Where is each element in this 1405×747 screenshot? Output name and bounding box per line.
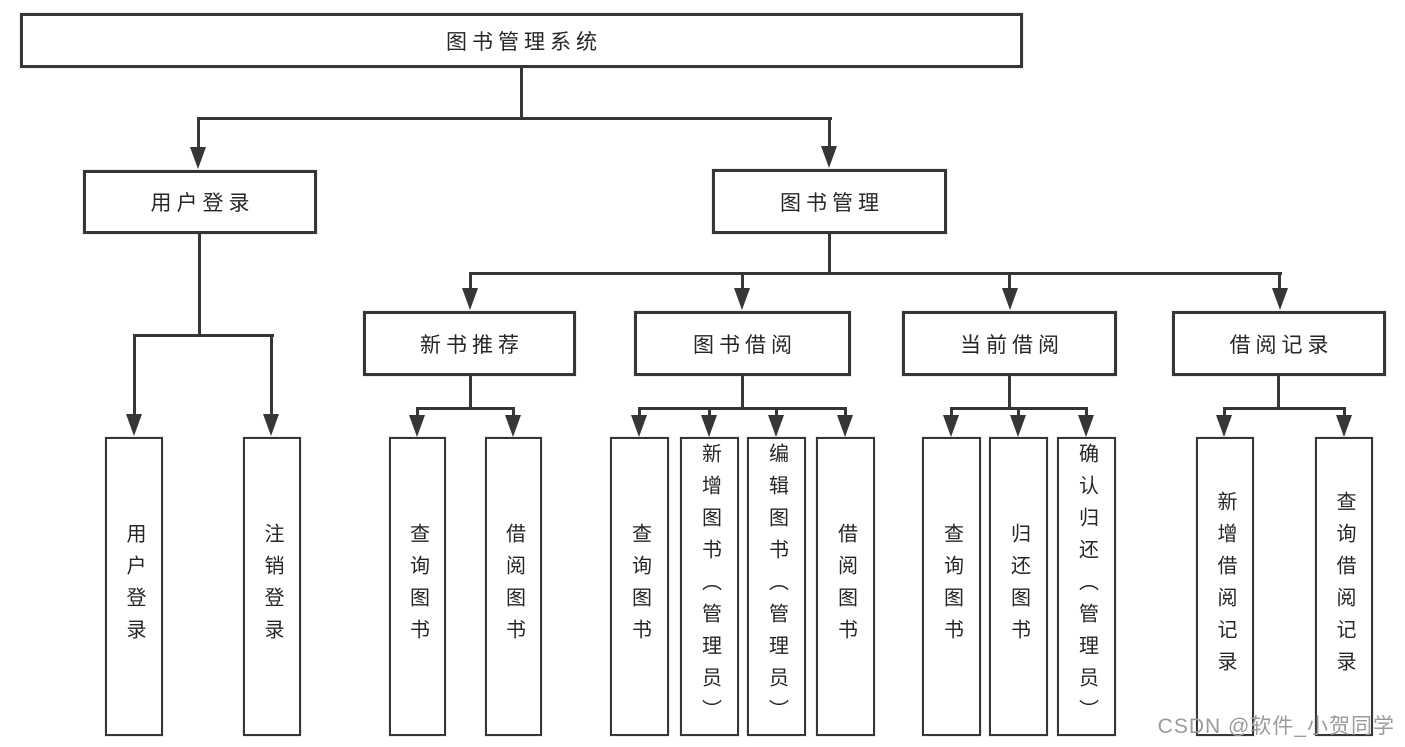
node-book-borrowing-label: 图书借阅	[693, 333, 797, 357]
leaf-return-books-label: 归还图书	[1007, 522, 1030, 651]
connector-vline	[1223, 407, 1226, 418]
leaf-query-borrow-record: 查询借阅记录	[1315, 437, 1373, 736]
arrowhead-down-icon	[1336, 415, 1352, 437]
node-user-login: 用户登录	[83, 170, 317, 234]
leaf-confirm-return-admin-label: 确认归还（管理员）	[1075, 442, 1098, 731]
arrowhead-down-icon	[505, 415, 521, 437]
node-root-label: 图书管理系统	[446, 30, 602, 54]
leaf-borrow-books: 借阅图书	[816, 437, 875, 736]
node-borrowing-records-label: 借阅记录	[1229, 333, 1334, 357]
node-user-login-label: 用户登录	[150, 192, 255, 215]
arrowhead-down-icon	[190, 147, 206, 169]
leaf-query-books-current-label: 查询图书	[940, 522, 963, 651]
connector-vline	[775, 407, 778, 418]
arrowhead-down-icon	[1272, 288, 1288, 310]
leaf-confirm-return-admin: 确认归还（管理员）	[1057, 437, 1116, 736]
connector-vline	[198, 231, 201, 336]
arrowhead-down-icon	[1002, 288, 1018, 310]
arrowhead-down-icon	[943, 415, 959, 437]
arrowhead-down-icon	[409, 415, 425, 437]
arrowhead-down-icon	[126, 414, 142, 436]
node-book-management: 图书管理	[712, 169, 947, 234]
node-new-book-recommend: 新书推荐	[363, 311, 576, 376]
arrowhead-down-icon	[1010, 415, 1026, 437]
leaf-query-books-current: 查询图书	[922, 437, 981, 736]
arrowhead-down-icon	[1078, 415, 1094, 437]
arrowhead-down-icon	[1216, 415, 1232, 437]
connector-vline	[512, 407, 515, 418]
connector-vline	[416, 407, 419, 418]
arrowhead-down-icon	[263, 414, 279, 436]
leaf-add-books-admin: 新增图书（管理员）	[680, 437, 739, 736]
leaf-query-books-recommend: 查询图书	[389, 437, 446, 736]
connector-vline	[197, 117, 200, 150]
leaf-borrow-books-recommend-label: 借阅图书	[502, 522, 525, 651]
node-new-book-recommend-label: 新书推荐	[420, 333, 524, 357]
connector-vline	[1008, 272, 1011, 291]
connector-vline	[828, 231, 831, 274]
node-current-borrowing-label: 当前借阅	[960, 333, 1064, 357]
leaf-edit-books-admin-label: 编辑图书（管理员）	[765, 442, 788, 731]
arrowhead-down-icon	[821, 146, 837, 168]
leaf-borrow-books-label: 借阅图书	[834, 522, 857, 651]
leaf-query-books-borrowing: 查询图书	[610, 437, 669, 736]
leaf-logout: 注销登录	[243, 437, 301, 736]
node-current-borrowing: 当前借阅	[902, 311, 1117, 376]
leaf-add-books-admin-label: 新增图书（管理员）	[698, 442, 721, 731]
leaf-edit-books-admin: 编辑图书（管理员）	[747, 437, 806, 736]
leaf-add-borrow-record: 新增借阅记录	[1196, 437, 1254, 736]
connector-hline	[133, 334, 274, 337]
connector-vline	[741, 272, 744, 291]
node-book-borrowing: 图书借阅	[634, 311, 851, 376]
connector-vline	[741, 374, 744, 409]
leaf-return-books: 归还图书	[989, 437, 1048, 736]
connector-vline	[1343, 407, 1346, 418]
connector-vline	[1277, 374, 1280, 409]
connector-hline	[197, 117, 832, 120]
connector-vline	[1008, 374, 1011, 409]
arrowhead-down-icon	[701, 415, 717, 437]
connector-hline	[638, 407, 847, 410]
node-book-management-label: 图书管理	[780, 191, 884, 215]
leaf-query-books-recommend-label: 查询图书	[406, 522, 429, 651]
leaf-query-books-borrowing-label: 查询图书	[628, 522, 651, 651]
leaf-user-login-label: 用户登录	[123, 522, 145, 651]
connector-vline	[638, 407, 641, 418]
arrowhead-down-icon	[462, 288, 478, 310]
arrowhead-down-icon	[631, 415, 647, 437]
leaf-query-borrow-record-label: 查询借阅记录	[1333, 490, 1355, 683]
leaf-user-login: 用户登录	[105, 437, 163, 736]
arrowhead-down-icon	[768, 415, 784, 437]
leaf-logout-label: 注销登录	[261, 522, 283, 651]
connector-hline	[469, 272, 1282, 275]
csdn-watermark: CSDN @软件_小贺同学	[1157, 715, 1395, 738]
connector-vline	[520, 66, 523, 119]
connector-vline	[708, 407, 711, 418]
node-borrowing-records: 借阅记录	[1172, 311, 1386, 376]
leaf-add-borrow-record-label: 新增借阅记录	[1214, 490, 1236, 683]
arrowhead-down-icon	[837, 415, 853, 437]
connector-hline	[416, 407, 515, 410]
connector-vline	[133, 334, 136, 417]
connector-vline	[1085, 407, 1088, 418]
connector-vline	[950, 407, 953, 418]
connector-vline	[1017, 407, 1020, 418]
connector-vline	[1278, 272, 1281, 291]
connector-vline	[469, 374, 472, 409]
arrowhead-down-icon	[734, 288, 750, 310]
node-root: 图书管理系统	[20, 13, 1023, 68]
connector-hline	[1223, 407, 1346, 410]
connector-vline	[844, 407, 847, 418]
leaf-borrow-books-recommend: 借阅图书	[485, 437, 542, 736]
connector-vline	[270, 334, 273, 417]
connector-vline	[828, 117, 831, 149]
connector-vline	[469, 272, 472, 291]
